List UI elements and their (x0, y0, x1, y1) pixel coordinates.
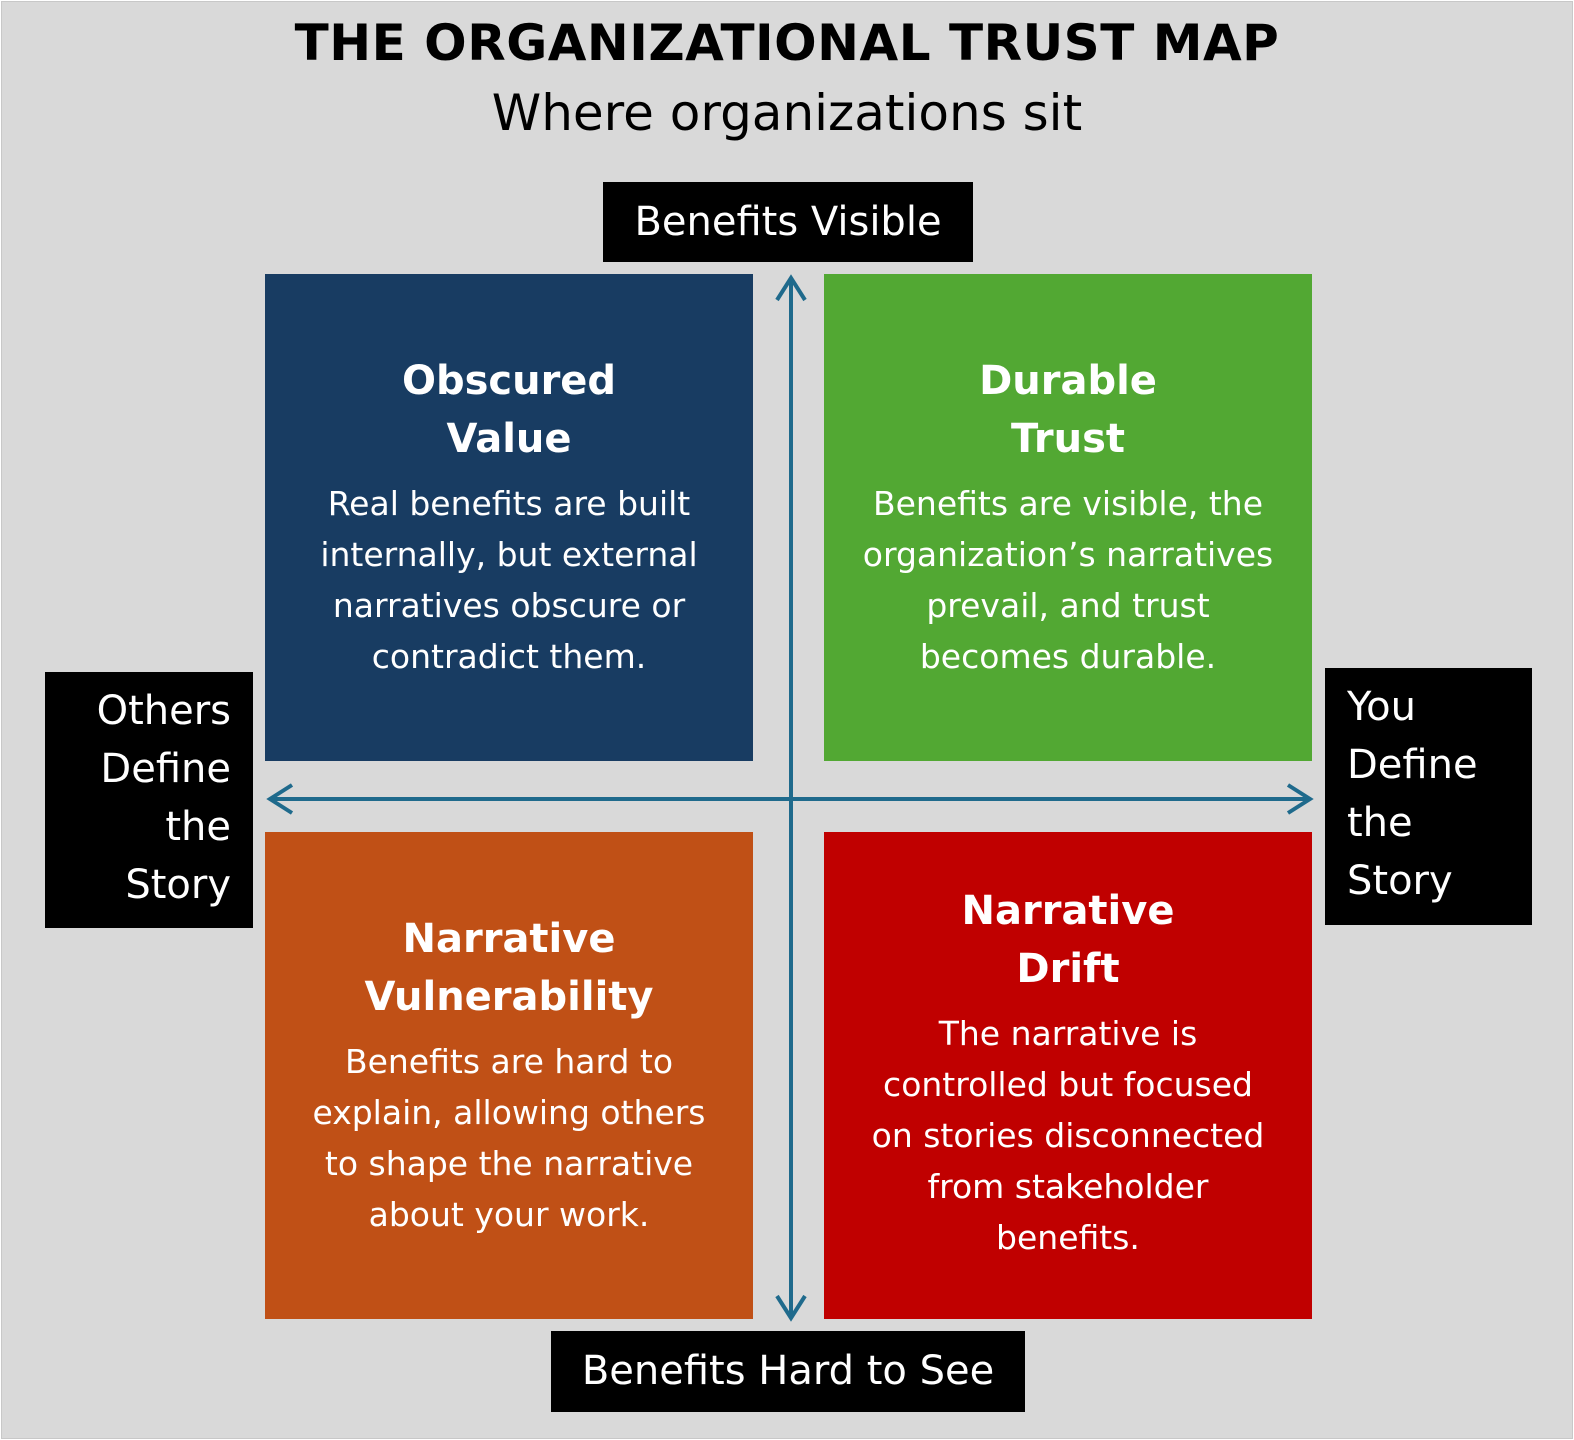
axis-label-line: Define (100, 746, 231, 792)
quadrant-description-line: controlled but focused (883, 1065, 1253, 1104)
quadrant-title-line: Drift (1016, 946, 1120, 992)
axis-label-line: Story (1347, 858, 1453, 904)
quadrant-description-line: on stories disconnected (871, 1116, 1265, 1155)
quadrant-description-line: prevail, and trust (926, 586, 1210, 625)
diagram-subtitle: Where organizations sit (491, 84, 1083, 142)
axis-label-line: Story (125, 862, 231, 908)
quadrant-title-line: Narrative (402, 916, 616, 962)
axis-label-line: the (1347, 800, 1413, 846)
axis-label-line: You (1347, 684, 1416, 730)
arrow-left-icon (266, 783, 294, 815)
quadrant-description-line: becomes durable. (919, 637, 1217, 676)
diagram-title: THE ORGANIZATIONAL TRUST MAP (294, 14, 1280, 72)
quadrant-description-line: to shape the narrative (324, 1144, 694, 1183)
quadrant-description-line: explain, allowing others (312, 1093, 706, 1132)
quadrant-description-line: Real benefits are built (327, 484, 691, 523)
quadrant-description-line: Benefits are visible, the (872, 484, 1264, 523)
quadrant-description-line: benefits. (996, 1218, 1140, 1257)
quadrant-title-line: Trust (1010, 416, 1126, 462)
quadrant-description-line: internally, but external (320, 535, 698, 574)
quadrant-title-line: Vulnerability (364, 974, 654, 1020)
quadrant-description-line: contradict them. (371, 637, 647, 676)
quadrant-title-line: Value (446, 416, 572, 462)
arrow-right-icon (1286, 783, 1314, 815)
quadrant-title-line: Obscured (401, 358, 617, 404)
quadrant-title-line: Narrative (961, 888, 1175, 934)
axis-label-line: Others (96, 688, 231, 734)
axis-label-top: Benefits Visible (603, 182, 973, 262)
quadrant-description-line: narratives obscure or (332, 586, 686, 625)
arrow-up-icon (775, 274, 807, 302)
quadrant-description-line: from stakeholder (927, 1167, 1209, 1206)
quadrant-description-line: organization’s narratives (862, 535, 1274, 574)
arrow-down-icon (775, 1294, 807, 1322)
quadrant-description: Benefits are visible, the organization’s … (844, 478, 1292, 682)
axis-label-line: the (165, 804, 231, 850)
axis-label-line: Define (1347, 742, 1478, 788)
axis-label-bottom: Benefits Hard to See (551, 1331, 1025, 1412)
quadrant-description: The narrative is controlled but focused on… (844, 1008, 1292, 1263)
quadrant-description-line: The narrative is (938, 1014, 1198, 1053)
quadrant-description-line: Benefits are hard to (344, 1042, 674, 1081)
quadrant-description-line: about your work. (368, 1195, 650, 1234)
quadrant-description: Real benefits are built internally, but e… (285, 478, 733, 682)
quadrant-description: Benefits are hard to explain, allowing ot… (285, 1036, 733, 1240)
quadrant-title-line: Durable (979, 358, 1157, 404)
